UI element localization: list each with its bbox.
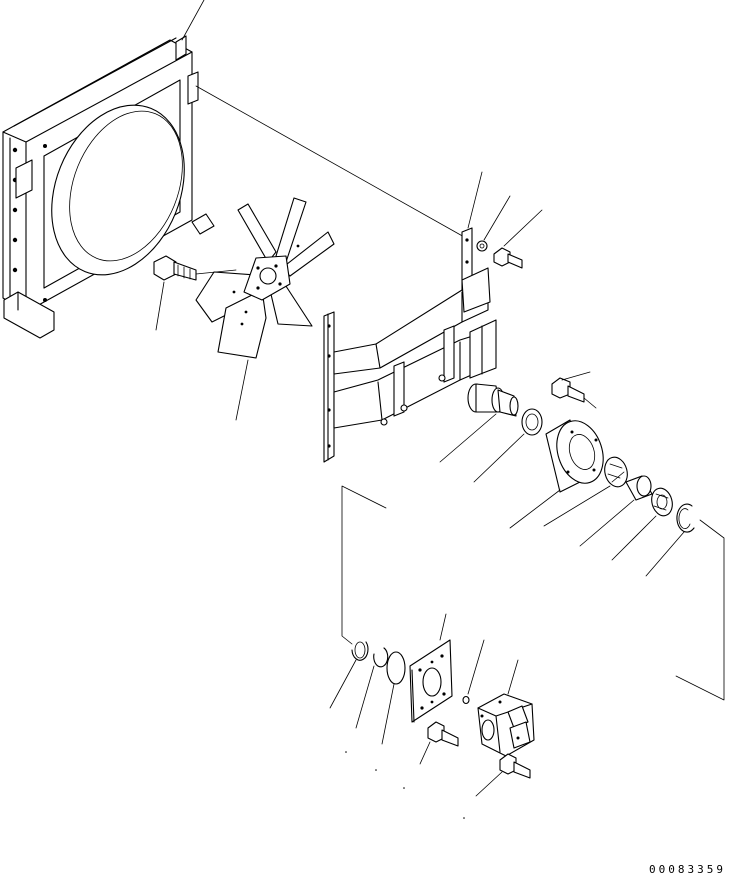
pump-bolt bbox=[476, 754, 530, 796]
radiator-shroud bbox=[3, 0, 214, 338]
fan-frame bbox=[324, 172, 496, 462]
hydraulic-pump bbox=[478, 660, 534, 756]
plate-bolt bbox=[420, 722, 458, 764]
mark-dot bbox=[345, 751, 347, 753]
coupling-element bbox=[544, 455, 631, 526]
frame-bolt bbox=[494, 210, 542, 268]
mark-dot bbox=[463, 817, 465, 819]
coupling-hub bbox=[612, 486, 675, 560]
small-o-ring bbox=[463, 640, 484, 704]
mounting-plate bbox=[410, 614, 452, 722]
o-ring-gasket bbox=[382, 652, 405, 744]
drive-shaft bbox=[440, 384, 518, 462]
housing-bolt bbox=[552, 372, 596, 408]
mark-dot bbox=[403, 787, 405, 789]
snap-ring-left bbox=[330, 642, 368, 708]
snap-ring-right bbox=[646, 504, 724, 700]
frame-washer bbox=[477, 196, 510, 251]
cooling-fan bbox=[196, 198, 334, 420]
bushing bbox=[580, 476, 652, 546]
bearing-housing bbox=[510, 415, 611, 528]
mark-dot bbox=[375, 769, 377, 771]
oil-seal bbox=[474, 409, 542, 482]
connection-line bbox=[196, 86, 466, 238]
drawing-code: 00083359 bbox=[649, 863, 726, 876]
group-bracket-line bbox=[342, 486, 386, 644]
retaining-ring bbox=[356, 648, 388, 728]
fan-bolt bbox=[154, 256, 236, 330]
